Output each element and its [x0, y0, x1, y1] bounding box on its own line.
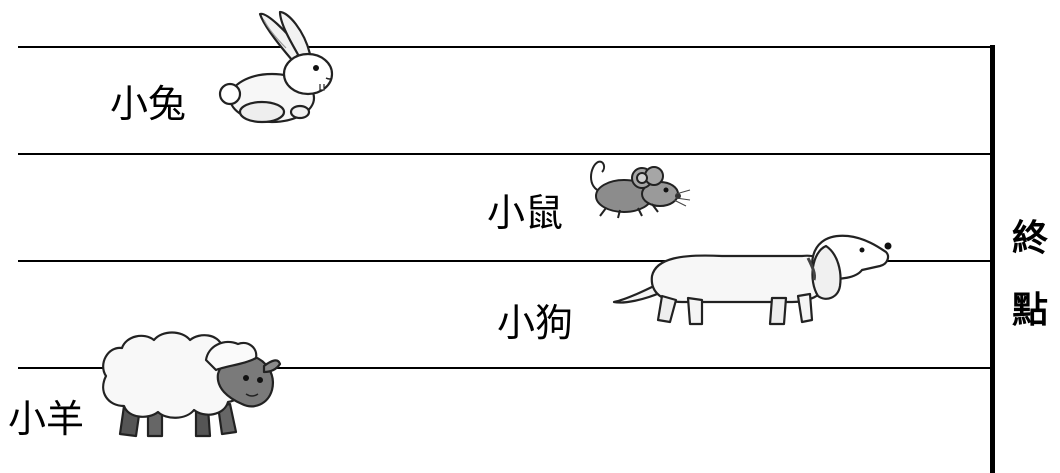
- finish-label-char-2: 點: [1012, 289, 1049, 331]
- sheep-label: 小羊: [8, 397, 85, 441]
- rabbit-label: 小兔: [110, 82, 187, 126]
- lane-line-4: [18, 367, 992, 369]
- dog-label: 小狗: [497, 301, 574, 345]
- mouse-illustration: [572, 158, 697, 220]
- lane-line-1: [18, 46, 992, 48]
- dog-illustration: [612, 232, 894, 332]
- lane-line-2: [18, 153, 992, 155]
- finish-label-char-1: 終: [1012, 217, 1049, 259]
- finish-line: [990, 45, 995, 473]
- sheep-illustration: [96, 330, 282, 442]
- rabbit-illustration: [218, 8, 340, 126]
- lane-line-3: [18, 260, 992, 262]
- mouse-label: 小鼠: [487, 191, 564, 235]
